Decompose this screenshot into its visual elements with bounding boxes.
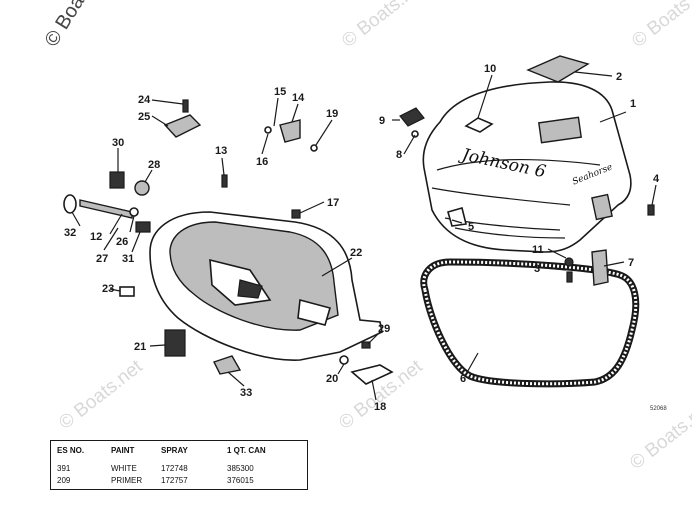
drawing-number: 52068 [650, 406, 667, 412]
callout-22: 22 [350, 247, 362, 259]
cell-paint: WHITE [111, 464, 137, 473]
callout-18: 18 [374, 401, 386, 413]
callout-27: 27 [96, 253, 108, 265]
header-es-no: ES NO. [57, 446, 85, 455]
table-row: 391 WHITE 172748 385300 [51, 463, 307, 475]
watermark-4: © Boats.net [55, 356, 147, 434]
cell-es-no: 209 [57, 476, 71, 485]
callout-11: 11 [532, 244, 544, 256]
header-qt-can: 1 QT. CAN [227, 446, 266, 455]
callout-7: 7 [628, 257, 634, 269]
callout-26: 26 [116, 236, 128, 248]
cell-qt-can: 385300 [227, 464, 254, 473]
callout-3: 3 [534, 263, 540, 275]
callout-16: 16 [256, 156, 268, 168]
callout-23: 23 [102, 283, 114, 295]
callout-21: 21 [134, 341, 146, 353]
callout-5: 5 [468, 221, 474, 233]
callout-15: 15 [274, 86, 286, 98]
callout-2: 2 [616, 71, 622, 83]
callouts: 1 2 3 4 5 6 7 8 9 10 11 12 13 14 15 16 1… [64, 63, 660, 413]
watermark-3: © Boats.net [628, 0, 692, 52]
cell-qt-can: 376015 [227, 476, 254, 485]
callout-32: 32 [64, 227, 76, 239]
paint-table: ES NO. PAINT SPRAY 1 QT. CAN 391 WHITE 1… [50, 440, 308, 490]
callout-30: 30 [112, 137, 124, 149]
cover-seal [420, 258, 640, 388]
cell-es-no: 391 [57, 464, 71, 473]
callout-29: 29 [378, 323, 390, 335]
callout-31: 31 [122, 253, 134, 265]
watermark-2: © Boats.net [338, 0, 430, 52]
callout-19: 19 [326, 108, 338, 120]
callout-33: 33 [240, 387, 252, 399]
callout-25: 25 [138, 111, 150, 123]
callout-28: 28 [148, 159, 160, 171]
leader-lines [71, 71, 657, 401]
callout-13: 13 [215, 145, 227, 157]
callout-6: 6 [460, 373, 466, 385]
table-row: 209 PRIMER 172757 376015 [51, 475, 307, 487]
callout-10: 10 [484, 63, 496, 75]
callout-12: 12 [90, 231, 102, 243]
cell-paint: PRIMER [111, 476, 143, 485]
callout-9: 9 [379, 115, 385, 127]
callout-17: 17 [327, 197, 339, 209]
callout-1: 1 [630, 98, 636, 110]
header-paint: PAINT [111, 446, 135, 455]
paint-table-header: ES NO. PAINT SPRAY 1 QT. CAN [51, 445, 307, 457]
lower-pan [149, 211, 383, 361]
callout-4: 4 [653, 173, 660, 185]
small-parts [63, 99, 655, 385]
callout-14: 14 [292, 92, 305, 104]
callout-8: 8 [396, 149, 402, 161]
callout-20: 20 [326, 373, 338, 385]
cell-spray: 172748 [161, 464, 188, 473]
cell-spray: 172757 [161, 476, 188, 485]
header-spray: SPRAY [161, 446, 188, 455]
watermark-1: © Boats.net [41, 0, 115, 51]
callout-24: 24 [138, 94, 151, 106]
